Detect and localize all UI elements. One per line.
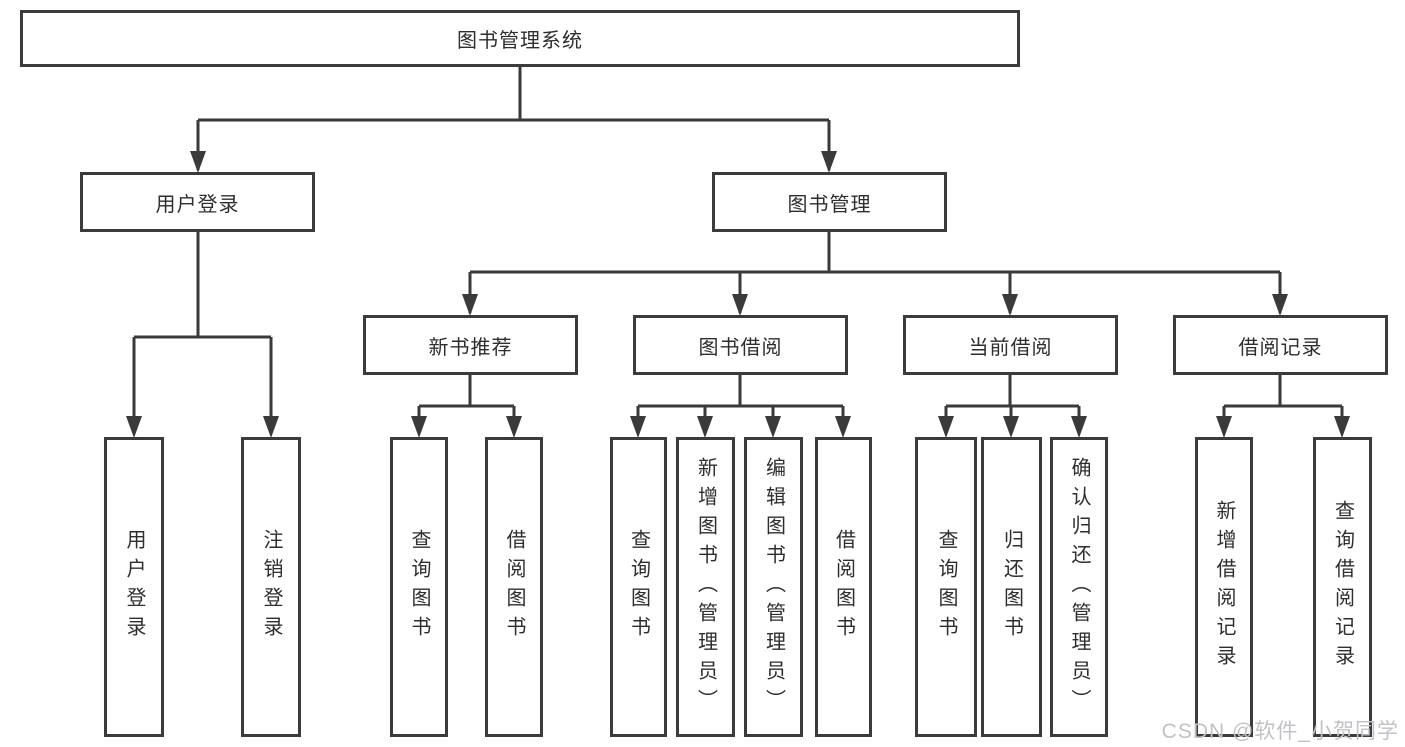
node-label: 新增图书（管理员） bbox=[694, 456, 717, 718]
node-label: 图书管理 bbox=[787, 193, 872, 216]
arrowheads bbox=[126, 151, 1350, 438]
node-book-borrow: 图书借阅 bbox=[633, 315, 848, 375]
node-label: 用户登录 bbox=[155, 193, 240, 216]
node-book-management-branch: 图书管理 bbox=[712, 172, 947, 232]
node-label: 借阅图书 bbox=[832, 529, 855, 645]
leaf-query-books-current: 查询图书 bbox=[915, 437, 977, 737]
node-label: 新增借阅记录 bbox=[1213, 500, 1235, 674]
leaf-add-borrow-record: 新增借阅记录 bbox=[1195, 437, 1253, 737]
node-new-book-recommend: 新书推荐 bbox=[363, 315, 578, 375]
leaf-logout: 注销登录 bbox=[241, 437, 301, 737]
node-label: 借阅图书 bbox=[503, 529, 525, 645]
leaf-add-books-admin: 新增图书（管理员） bbox=[676, 437, 735, 737]
leaf-return-books: 归还图书 bbox=[981, 437, 1042, 737]
node-label: 新书推荐 bbox=[428, 336, 513, 359]
node-label: 编辑图书（管理员） bbox=[762, 456, 785, 718]
csdn-watermark: CSDN @软件_小贺同学 bbox=[1161, 720, 1399, 743]
node-label: 查询图书 bbox=[627, 529, 650, 645]
leaf-edit-books-admin: 编辑图书（管理员） bbox=[744, 437, 803, 737]
node-user-login-branch: 用户登录 bbox=[80, 172, 315, 232]
leaf-borrow-books-recommend: 借阅图书 bbox=[485, 437, 543, 737]
node-label: 借阅记录 bbox=[1238, 336, 1323, 359]
node-label: 图书借阅 bbox=[698, 336, 783, 359]
node-label: 查询借阅记录 bbox=[1331, 500, 1354, 674]
node-label: 查询图书 bbox=[935, 529, 957, 645]
leaf-user-login: 用户登录 bbox=[104, 437, 164, 737]
node-label: 当前借阅 bbox=[968, 336, 1053, 359]
node-label: 确认归还（管理员） bbox=[1068, 456, 1090, 718]
leaf-borrow-books: 借阅图书 bbox=[815, 437, 872, 737]
node-label: 图书管理系统 bbox=[457, 30, 583, 52]
leaf-query-books-recommend: 查询图书 bbox=[390, 437, 448, 737]
node-label: 归还图书 bbox=[1000, 529, 1023, 645]
leaf-query-books-borrow: 查询图书 bbox=[610, 437, 667, 737]
node-label: 用户登录 bbox=[123, 529, 145, 645]
node-label: 注销登录 bbox=[260, 529, 282, 645]
node-current-borrow: 当前借阅 bbox=[903, 315, 1118, 375]
node-borrow-records: 借阅记录 bbox=[1173, 315, 1388, 375]
node-root-library-system: 图书管理系统 bbox=[20, 10, 1020, 67]
leaf-query-borrow-record: 查询借阅记录 bbox=[1313, 437, 1372, 737]
leaf-confirm-return-admin: 确认归还（管理员） bbox=[1050, 437, 1108, 737]
node-label: 查询图书 bbox=[408, 529, 430, 645]
